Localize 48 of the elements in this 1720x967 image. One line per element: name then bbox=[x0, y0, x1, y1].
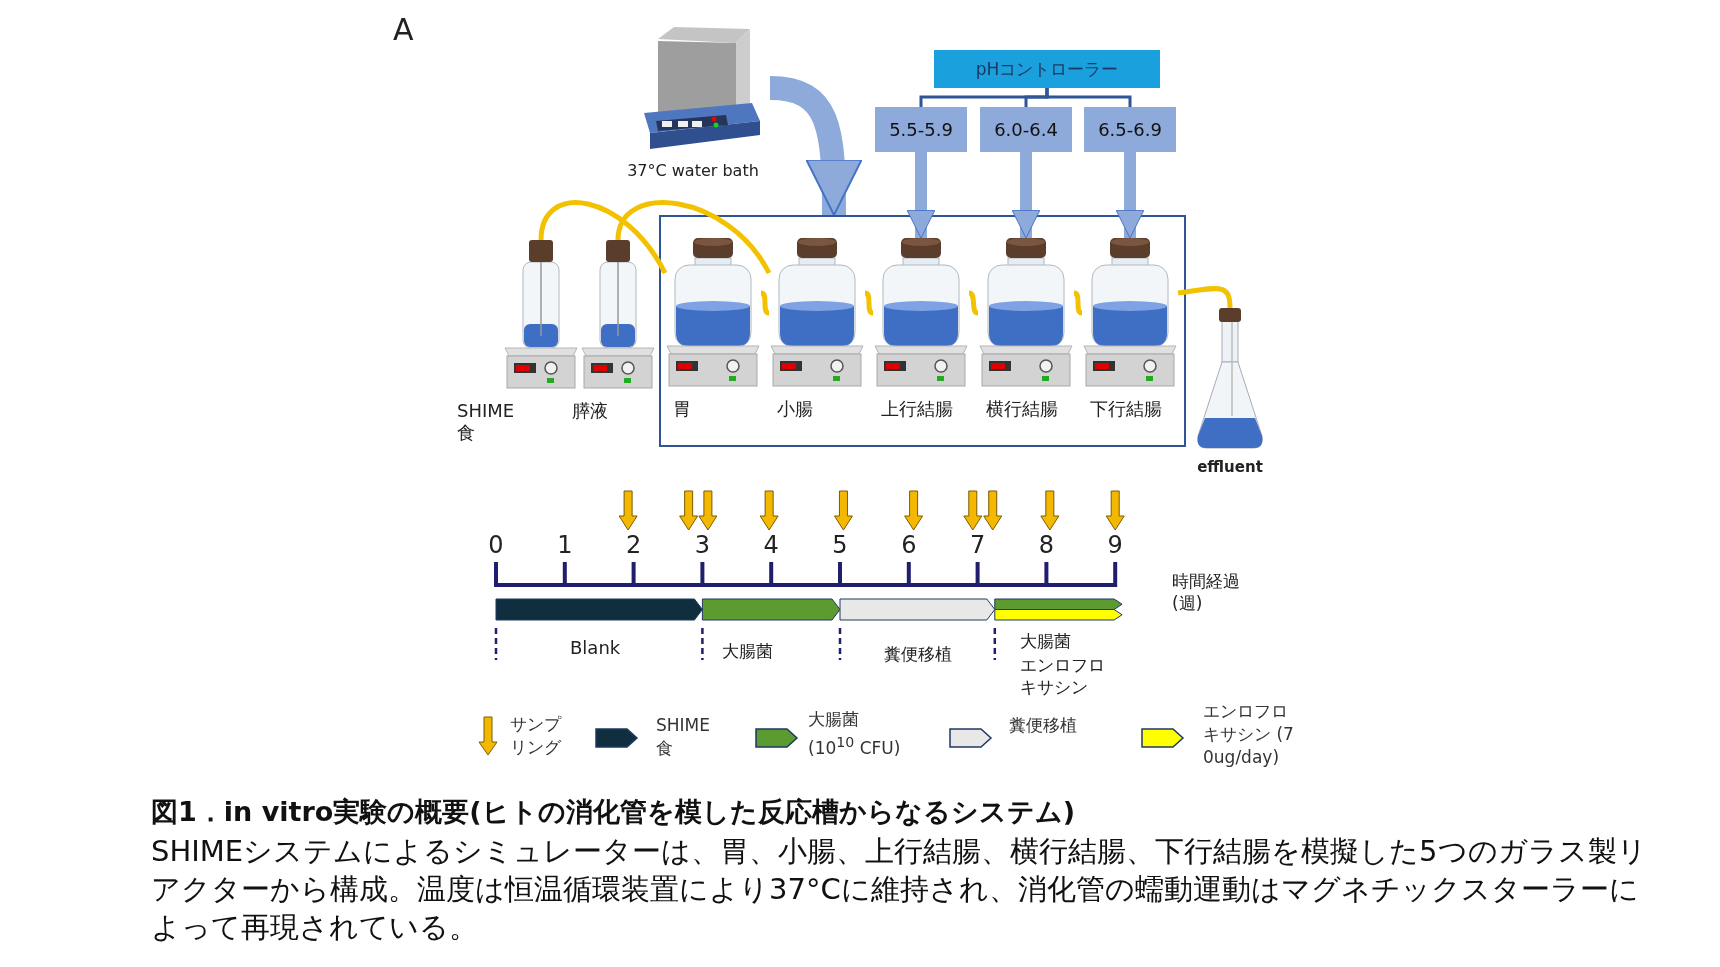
tick-label: 6 bbox=[900, 530, 918, 561]
tube bbox=[1177, 286, 1233, 309]
panel-letter: A bbox=[393, 11, 415, 49]
vessel-label: 膵液 bbox=[572, 400, 609, 422]
vessel-label: 小腸 bbox=[777, 398, 814, 420]
legend-label: 糞便移植 bbox=[1009, 714, 1078, 737]
tick-label: 0 bbox=[487, 530, 505, 561]
tick-label: 7 bbox=[968, 530, 987, 561]
vessel-label: 横行結腸 bbox=[986, 398, 1059, 420]
vessel-label: SHIME食 bbox=[457, 400, 516, 444]
legend-label: エンロフロキサシン (70ug/day) bbox=[1203, 700, 1295, 769]
tube bbox=[863, 290, 875, 316]
legend-label: 大腸菌 (10$^{10}$ CFU) bbox=[808, 708, 902, 760]
arrow bbox=[906, 152, 936, 239]
vessel-label: 下行結腸 bbox=[1090, 398, 1163, 420]
ph-box: 6.5-6.9 bbox=[1084, 107, 1176, 152]
figure-caption: SHIMEシステムによるシミュレーターは、胃、小腸、上行結腸、横行結腸、下行結腸を模擬した5つのガラス製リアクターから構成。温度は恒温循環装置により37°Cに維持され、消化管の蠕動運動はマグネチックスターラーによって再現されている。 bbox=[151, 833, 1648, 946]
tube bbox=[615, 200, 772, 275]
ph-box: 6.0-6.4 bbox=[980, 107, 1072, 152]
tick-label: 8 bbox=[1037, 530, 1056, 561]
tick-label: 3 bbox=[693, 530, 712, 561]
tick-label: 9 bbox=[1106, 530, 1124, 561]
tube bbox=[759, 290, 771, 316]
phase-label: 糞便移植 bbox=[884, 643, 953, 665]
controller-box: pHコントローラー bbox=[934, 50, 1160, 88]
vessel-label: 上行結腸 bbox=[881, 398, 954, 420]
tick-label: 4 bbox=[762, 530, 780, 561]
phase-label: Blank bbox=[570, 636, 622, 659]
ph-box: 5.5-5.9 bbox=[875, 107, 967, 152]
connector-line bbox=[1045, 88, 1132, 107]
tick-label: 2 bbox=[624, 530, 643, 561]
legend-label: SHIME食 bbox=[656, 714, 711, 760]
legend-label: サンプリング bbox=[510, 713, 563, 759]
tick-label: 1 bbox=[556, 530, 574, 561]
tube bbox=[1072, 290, 1084, 316]
reactor-frame bbox=[659, 215, 1186, 447]
arrow bbox=[1115, 152, 1145, 239]
vessel-label: 胃 bbox=[673, 398, 692, 420]
picture-caption: 37°C water bath bbox=[626, 161, 760, 180]
figure-title: 図1．in vitro実験の概要(ヒトの消化管を模した反応槽からなるシステム) bbox=[151, 795, 1075, 829]
tube bbox=[968, 290, 979, 316]
phase-label: エンロフロキサシン bbox=[1020, 654, 1106, 698]
axis-label: 時間経過(週) bbox=[1172, 570, 1241, 614]
tick-label: 5 bbox=[831, 530, 849, 561]
phase-label: 大腸菌 bbox=[1020, 630, 1072, 652]
phase-label: 大腸菌 bbox=[722, 640, 774, 662]
arrow bbox=[1011, 152, 1041, 239]
vessel-label: effluent bbox=[1196, 458, 1264, 476]
